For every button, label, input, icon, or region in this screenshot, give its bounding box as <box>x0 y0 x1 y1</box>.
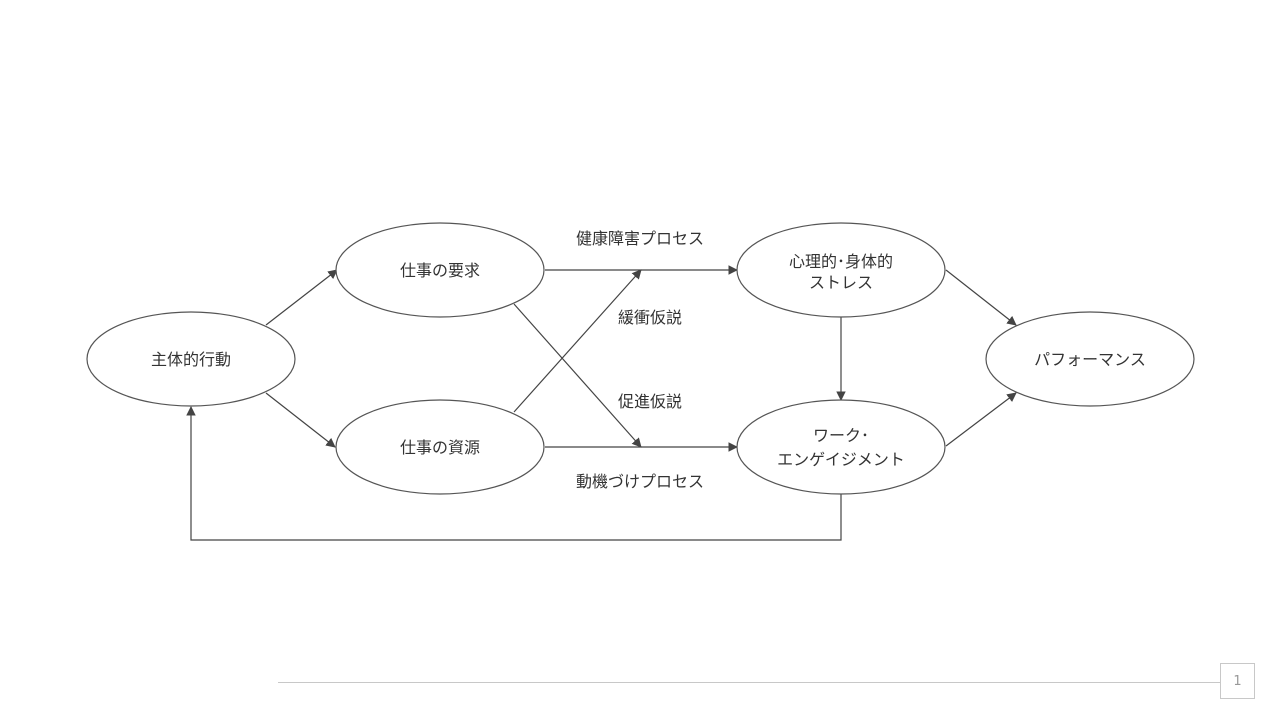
footer-divider <box>278 682 1220 683</box>
node-stress-label-line1: 心理的･身体的 <box>789 252 893 271</box>
page-number-box: 1 <box>1220 663 1255 699</box>
edge-promotion-hypothesis <box>513 303 642 448</box>
node-demands-label: 仕事の要求 <box>400 261 480 280</box>
node-proactive-behavior: 主体的行動 <box>86 311 296 407</box>
node-resources-label: 仕事の資源 <box>400 438 480 457</box>
label-promotion-hypothesis: 促進仮説 <box>618 392 682 411</box>
node-stress: 心理的･身体的 ストレス <box>736 222 946 318</box>
page-number: 1 <box>1233 673 1242 689</box>
node-performance: パフォーマンス <box>985 311 1195 407</box>
node-job-demands: 仕事の要求 <box>335 222 545 318</box>
node-engagement-label-line1: ワーク･ <box>813 426 869 445</box>
edge-proactive-to-demands <box>265 269 338 326</box>
label-health-impairment-process: 健康障害プロセス <box>576 229 704 248</box>
node-performance-label: パフォーマンス <box>1034 350 1146 369</box>
node-work-engagement: ワーク･ エンゲイジメント <box>736 399 946 495</box>
node-job-resources: 仕事の資源 <box>335 399 545 495</box>
node-engagement-label-line2: エンゲイジメント <box>777 450 905 469</box>
edges <box>186 265 1017 541</box>
edge-stress-to-performance <box>945 269 1017 326</box>
node-proactive-label: 主体的行動 <box>151 350 231 369</box>
label-motivation-process: 動機づけプロセス <box>576 472 704 491</box>
edge-buffer-hypothesis <box>513 269 642 413</box>
edge-engagement-to-performance <box>945 392 1017 447</box>
node-stress-label-line2: ストレス <box>809 273 873 292</box>
label-buffer-hypothesis: 緩衝仮説 <box>618 308 682 327</box>
edge-engagement-feedback-to-proactive <box>186 406 842 541</box>
edge-proactive-to-resources <box>265 392 336 448</box>
